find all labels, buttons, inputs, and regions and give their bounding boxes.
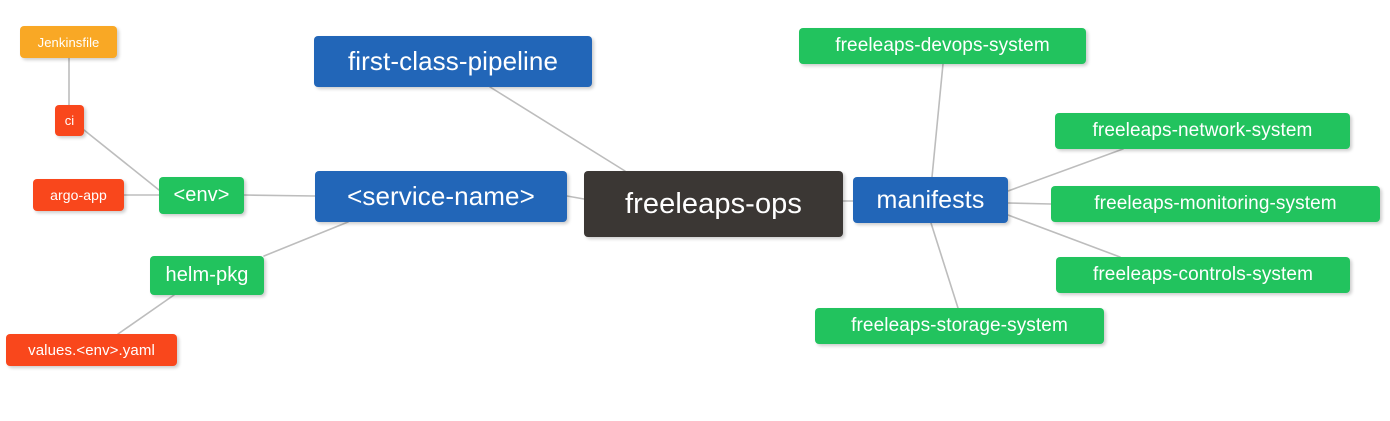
node-jenkinsfile[interactable]: Jenkinsfile: [20, 26, 117, 58]
edge-manifests-to-storage: [930, 222, 959, 309]
node-argo-app[interactable]: argo-app: [33, 179, 124, 211]
node-devops[interactable]: freeleaps-devops-system: [799, 28, 1086, 64]
edge-manifests-to-monitoring: [1007, 202, 1052, 205]
node-root[interactable]: freeleaps-ops: [584, 171, 843, 237]
node-label: helm-pkg: [165, 264, 249, 286]
node-storage[interactable]: freeleaps-storage-system: [815, 308, 1104, 344]
node-label: freeleaps-ops: [624, 187, 802, 220]
edge-first-class-to-root: [489, 86, 626, 172]
node-monitoring[interactable]: freeleaps-monitoring-system: [1051, 186, 1380, 222]
node-env[interactable]: <env>: [159, 177, 244, 214]
edge-values-yaml-to-helm-pkg: [117, 294, 175, 335]
node-ci[interactable]: ci: [55, 105, 84, 136]
node-label: freeleaps-storage-system: [851, 315, 1068, 336]
node-label: freeleaps-controls-system: [1092, 264, 1314, 285]
node-label: <service-name>: [347, 181, 535, 211]
edge-manifests-to-controls: [1007, 214, 1121, 258]
edge-service-name-to-root: [566, 195, 585, 200]
edge-ci-to-env: [83, 129, 160, 191]
node-label: <env>: [173, 184, 230, 206]
node-label: values.<env>.yaml: [28, 341, 155, 359]
node-manifests[interactable]: manifests: [853, 177, 1008, 223]
edge-manifests-to-devops: [931, 63, 944, 178]
node-label: ci: [64, 113, 75, 128]
node-label: freeleaps-monitoring-system: [1094, 193, 1337, 214]
node-label: freeleaps-devops-system: [835, 35, 1050, 56]
node-controls[interactable]: freeleaps-controls-system: [1056, 257, 1350, 293]
node-network[interactable]: freeleaps-network-system: [1055, 113, 1350, 149]
edge-manifests-to-network: [1007, 148, 1124, 192]
node-label: manifests: [876, 185, 985, 214]
node-first-class[interactable]: first-class-pipeline: [314, 36, 592, 87]
node-label: Jenkinsfile: [37, 34, 100, 50]
node-values-yaml[interactable]: values.<env>.yaml: [6, 334, 177, 366]
node-label: first-class-pipeline: [347, 46, 559, 76]
node-helm-pkg[interactable]: helm-pkg: [150, 256, 264, 295]
node-label: argo-app: [50, 187, 107, 203]
node-service-name[interactable]: <service-name>: [315, 171, 567, 222]
edge-helm-pkg-to-service-name: [263, 221, 349, 257]
node-label: freeleaps-network-system: [1092, 120, 1313, 141]
edge-env-to-service-name: [243, 194, 316, 197]
